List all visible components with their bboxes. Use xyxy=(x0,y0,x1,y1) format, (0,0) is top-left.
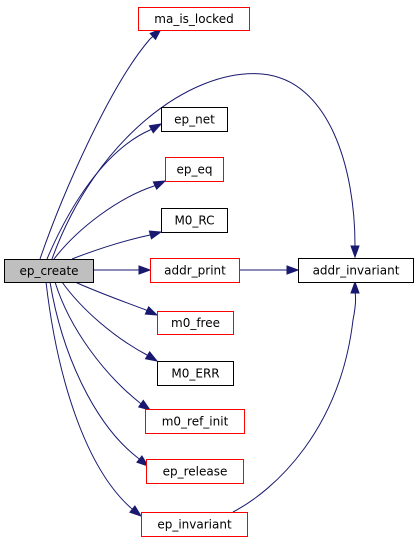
arrowhead-icon xyxy=(137,399,152,411)
node-label: ep_invariant xyxy=(157,518,232,532)
node-ma-is-locked[interactable]: ma_is_locked xyxy=(138,7,250,31)
node-box xyxy=(165,157,224,182)
arrowhead-icon xyxy=(350,245,360,259)
node-box xyxy=(141,512,248,537)
arrowhead-icon xyxy=(152,180,167,191)
node-box xyxy=(161,107,228,132)
node-addr-print[interactable]: addr_print xyxy=(150,258,240,283)
node-m0-rc: M0_RC xyxy=(161,208,228,233)
call-graph-edges xyxy=(39,28,360,517)
arrowhead-icon xyxy=(144,351,159,362)
node-m0-free[interactable]: m0_free xyxy=(157,311,234,335)
edge-ep_create-to-ep_invariant xyxy=(45,281,143,517)
node-m0-err: M0_ERR xyxy=(157,361,234,386)
call-graph-nodes: ep_create ma_is_locked ep_net ep_eqM0_RCadd… xyxy=(4,7,414,537)
node-box xyxy=(146,459,244,484)
node-box xyxy=(150,258,240,283)
node-label: ep_create xyxy=(19,264,78,278)
edge-ep_create-to-m0_free xyxy=(74,281,159,316)
node-label: ep_release xyxy=(163,465,228,479)
node-box xyxy=(157,311,234,335)
arrowhead-icon xyxy=(138,265,152,275)
node-ep-net: ep_net xyxy=(161,107,228,132)
arrowhead-icon xyxy=(148,123,163,134)
node-box xyxy=(157,361,234,386)
node-label: M0_RC xyxy=(174,214,214,228)
node-label: ep_net xyxy=(174,113,215,127)
node-box xyxy=(4,259,94,283)
arrowhead-icon xyxy=(144,305,159,316)
node-label: addr_invariant xyxy=(313,264,400,278)
edge-line xyxy=(49,281,139,459)
edge-ep_create-to-ep_release xyxy=(49,281,150,467)
edge-line xyxy=(232,291,357,513)
node-box xyxy=(298,258,414,283)
arrowhead-icon xyxy=(129,505,143,517)
node-label: M0_ERR xyxy=(171,367,219,381)
edge-ep_create-to-addr_print xyxy=(93,265,152,275)
edge-ep_invariant-to-addr_invariant xyxy=(232,280,360,513)
arrowhead-icon xyxy=(286,265,300,275)
edge-line xyxy=(39,38,151,260)
edge-ep_create-to-M0_RC xyxy=(71,230,163,260)
edge-addr_print-to-addr_invariant xyxy=(239,265,300,275)
node-label: m0_ref_init xyxy=(162,415,229,429)
edge-line-tail xyxy=(149,36,154,40)
node-box xyxy=(161,208,228,233)
arrowhead-icon xyxy=(350,280,360,294)
edge-ep_create-to-ep_net xyxy=(46,123,163,260)
edge-line xyxy=(74,281,147,311)
node-ep-release[interactable]: ep_release xyxy=(146,459,244,484)
node-label: addr_print xyxy=(164,264,226,278)
node-addr-invariant: addr_invariant xyxy=(298,258,414,283)
node-ep-eq[interactable]: ep_eq xyxy=(165,157,224,182)
edge-ep_create-to-ep_eq xyxy=(53,180,167,260)
node-ep-invariant[interactable]: ep_invariant xyxy=(141,512,248,537)
arrowhead-icon xyxy=(148,230,163,240)
edge-ep_create-to-m0_ref_init xyxy=(54,281,152,411)
node-box xyxy=(145,409,245,434)
edge-line xyxy=(71,234,151,260)
node-ep-create: ep_create xyxy=(4,259,94,283)
edge-line xyxy=(54,281,141,404)
arrowhead-icon xyxy=(136,455,150,467)
node-label: ep_eq xyxy=(177,163,213,177)
edge-line xyxy=(45,281,132,509)
node-m0-ref-init[interactable]: m0_ref_init xyxy=(145,409,245,434)
edge-line xyxy=(53,185,155,260)
edge-ep_create-to-M0_ERR xyxy=(61,281,159,362)
edge-line xyxy=(46,129,151,260)
arrowhead-icon xyxy=(149,28,163,41)
node-box xyxy=(138,7,250,31)
edge-ep_create-to-ma_is_locked xyxy=(39,28,163,260)
node-label: m0_free xyxy=(171,316,220,330)
edge-line xyxy=(61,281,148,356)
node-label: ma_is_locked xyxy=(154,12,233,26)
